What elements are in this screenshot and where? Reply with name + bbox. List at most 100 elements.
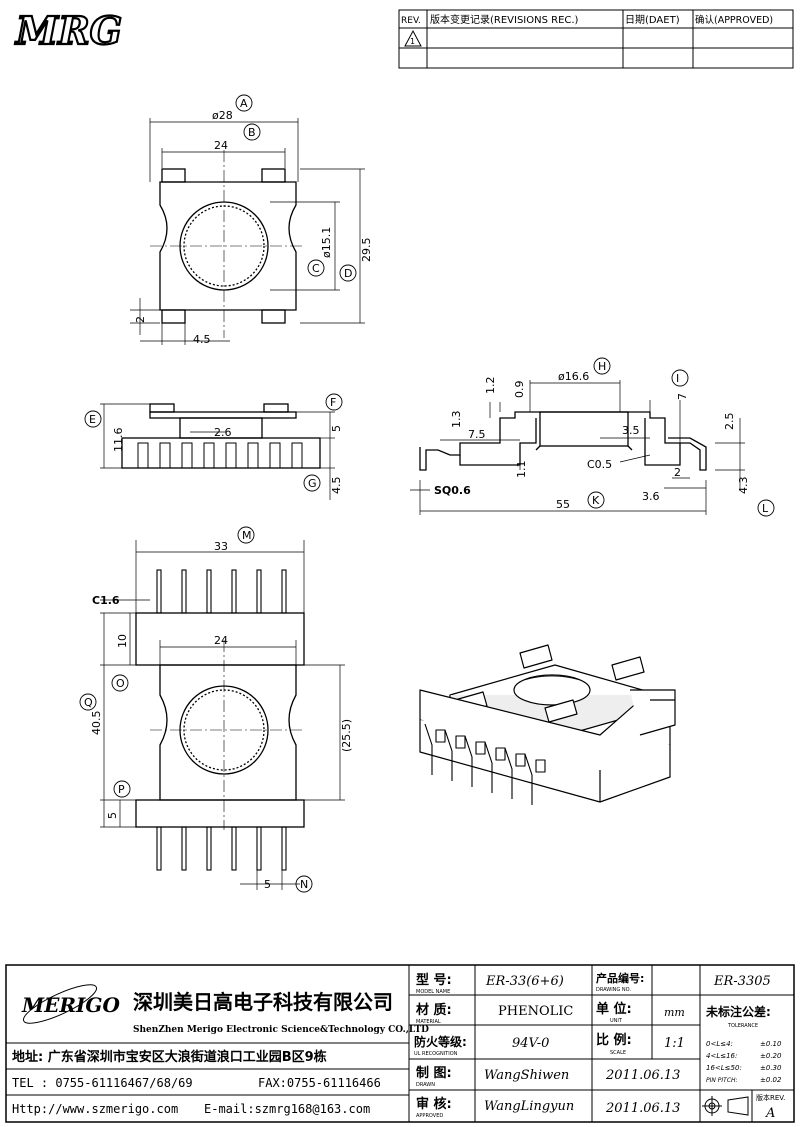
- dim-29-5: 29.5: [360, 238, 373, 263]
- revision-table: [398, 9, 794, 69]
- side-view: [410, 357, 775, 517]
- drawing-no-value: ER-3305: [713, 974, 771, 989]
- approved-header: 确认(APPROVED): [695, 14, 773, 26]
- label-f: F: [330, 396, 336, 409]
- revision-headers: REV. 版本变更记录(REVISIONS REC.) 日期(DAET) 确认(…: [401, 13, 773, 46]
- tel: TEL : 0755-61116467/68/69: [12, 1076, 193, 1090]
- drawing-no-label-en: DRAWING NO.: [596, 987, 631, 993]
- label-n: N: [300, 878, 308, 891]
- dim-4-3: 4.3: [737, 477, 750, 495]
- drawn-value: WangShiwen: [484, 1068, 569, 1083]
- label-e: E: [89, 413, 96, 426]
- mrg-logo-text: MRG: [14, 8, 122, 53]
- dim-10: 10: [116, 634, 129, 648]
- tolerance-value-4: ±0.02: [760, 1076, 782, 1084]
- ul-label-en: UL RECOGNITION: [414, 1051, 458, 1057]
- material-label-en: MATERIAL: [416, 1019, 441, 1025]
- address: 地址: 广东省深圳市宝安区大浪街道浪口工业园B区9栋: [12, 1049, 327, 1065]
- dim-2-6: 2.6: [214, 426, 232, 439]
- label-d: D: [344, 267, 352, 280]
- tolerance-title: 未标注公差:: [705, 1004, 771, 1019]
- merigo-logo: MERIGO: [21, 984, 120, 1024]
- ul-value: 94V-0: [512, 1036, 549, 1051]
- dim-25-5: (25.5): [340, 719, 353, 752]
- dim-c0-5: C0.5: [587, 458, 612, 471]
- dim-11-6: 11.6: [112, 428, 125, 453]
- model-label-en: MODEL NAME: [416, 989, 450, 995]
- website: Http://www.szmerigo.com: [12, 1102, 178, 1116]
- rev-symbol: 1: [410, 37, 415, 46]
- front-view-text: E F G 11.6 2.6 5 4.5: [89, 396, 343, 494]
- unit-value: mm: [664, 1006, 685, 1019]
- dim-4-5-front: 4.5: [330, 477, 343, 495]
- version-label: 版本REV.: [756, 1093, 785, 1102]
- ul-label-cn: 防火等级:: [414, 1034, 467, 1049]
- model-label-cn: 型 号:: [416, 972, 452, 988]
- email: E-mail:szmrg168@163.com: [204, 1102, 370, 1116]
- model-value: ER-33(6+6): [485, 974, 564, 989]
- drawn-label-cn: 制 图:: [416, 1065, 452, 1081]
- label-l: L: [762, 502, 769, 515]
- label-g: G: [308, 477, 317, 490]
- label-a: A: [240, 97, 248, 110]
- dim-2: 2: [134, 316, 147, 323]
- material-label-cn: 材 质:: [416, 1002, 452, 1018]
- label-m: M: [242, 529, 252, 542]
- dim-1-1: 1.1: [515, 461, 528, 479]
- label-q: Q: [84, 696, 93, 709]
- dim-c1-6: C1.6: [92, 594, 120, 607]
- drawn-date: 2011.06.13: [605, 1068, 680, 1083]
- fax: FAX:0755-61116466: [258, 1076, 381, 1090]
- dim-dia-15-1: ø15.1: [320, 227, 333, 258]
- tolerance-value-1: ±0.10: [760, 1040, 782, 1048]
- label-b: B: [248, 126, 256, 139]
- dim-sq0-6: SQ0.6: [434, 484, 471, 497]
- dim-0-9: 0.9: [513, 381, 526, 399]
- material-value: PHENOLIC: [498, 1004, 573, 1019]
- tolerance-sub: TOLERANCE: [727, 1023, 758, 1029]
- mrg-logo: MRG: [13, 7, 123, 54]
- scale-label-en: SCALE: [610, 1050, 626, 1056]
- date-header: 日期(DAET): [625, 14, 680, 26]
- drawing-no-label-cn: 产品编号:: [596, 971, 644, 985]
- dim-5-pitch: 5: [264, 878, 271, 891]
- unit-label-cn: 单 位:: [596, 1001, 632, 1017]
- drawn-label-en: DRAWN: [416, 1082, 435, 1088]
- approved-label-cn: 审 核:: [416, 1096, 452, 1112]
- front-view: [84, 393, 343, 500]
- company-cn: 深圳美日高电子科技有限公司: [133, 990, 393, 1014]
- tolerance-range-2: 4<L≤16:: [706, 1052, 737, 1060]
- top-view-outline: [159, 181, 297, 311]
- label-i: I: [676, 372, 679, 385]
- tolerance-range-1: 0<L≤4:: [706, 1040, 733, 1048]
- dim-33: 33: [214, 540, 228, 553]
- version-value: A: [765, 1106, 775, 1121]
- top-view: [130, 94, 365, 345]
- label-p: P: [118, 783, 125, 796]
- tolerance-range-4: PIN PITCH:: [706, 1077, 738, 1084]
- dim-3-6: 3.6: [642, 490, 660, 503]
- dim-5-bottom: 5: [106, 812, 119, 819]
- tolerance-value-2: ±0.20: [760, 1052, 782, 1060]
- bottom-view: [79, 526, 345, 893]
- revisions-header: 版本变更记录(REVISIONS REC.): [430, 13, 579, 26]
- dim-dia-28: ø28: [212, 109, 233, 122]
- dim-40-5: 40.5: [90, 711, 103, 736]
- rev-header: REV.: [401, 16, 421, 26]
- label-o: O: [116, 677, 125, 690]
- scale-label-cn: 比 例:: [596, 1032, 632, 1048]
- unit-label-en: UNIT: [610, 1018, 623, 1024]
- dim-7-5: 7.5: [468, 428, 486, 441]
- approved-value: WangLingyun: [484, 1099, 574, 1114]
- side-view-text: H I K L 1.2 0.9 ø16.6 7 1.3 7.5 3.5 2.5 …: [434, 360, 769, 515]
- label-k: K: [592, 494, 600, 507]
- approved-date: 2011.06.13: [605, 1101, 680, 1116]
- isometric-view: [419, 644, 676, 805]
- dim-55: 55: [556, 498, 570, 511]
- top-view-text: A B C D ø28 24 ø15.1 29.5 2 4.5: [134, 97, 373, 346]
- tolerance-rows: 0<L≤4: ±0.10 4<L≤16: ±0.20 16<L≤50: ±0.3…: [706, 1040, 782, 1084]
- title-block-text: 深圳美日高电子科技有限公司 ShenZhen Merigo Electronic…: [12, 971, 785, 1121]
- company-en: ShenZhen Merigo Electronic Science&Techn…: [133, 1025, 429, 1035]
- label-c: C: [312, 262, 320, 275]
